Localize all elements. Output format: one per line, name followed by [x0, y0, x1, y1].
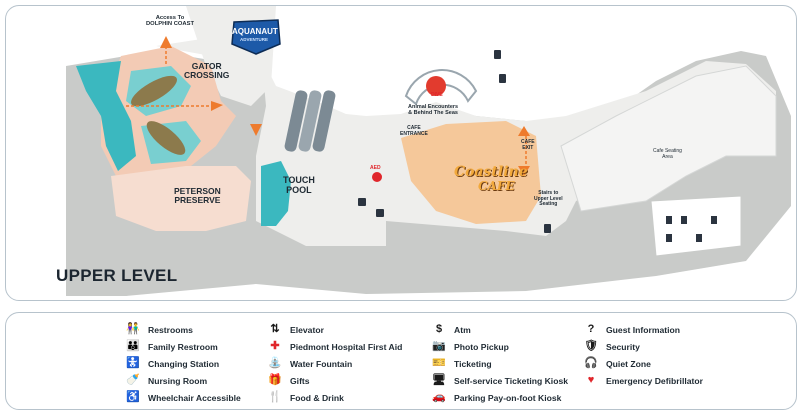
legend-item: 🎁 Gifts [268, 372, 402, 389]
family-restroom-icon: 👪 [126, 340, 140, 352]
legend-label: Photo Pickup [454, 341, 509, 352]
legend-item: 📷 Photo Pickup [432, 338, 568, 355]
aquanaut-logo-icon [231, 19, 281, 55]
guest-info-icon: ? [587, 323, 595, 335]
level-title: UPPER LEVEL [56, 266, 178, 285]
kiosk-icon: 🖥 [432, 374, 446, 386]
map-restroom-icons [358, 50, 717, 242]
peterson-preserve-area [111, 166, 251, 231]
photo-pickup-icon: 📷 [432, 340, 446, 352]
nursing-room-icon: 🍼 [126, 374, 140, 386]
cafe-area [401, 121, 541, 224]
aed-label: AED [370, 165, 381, 171]
legend-item: 👫 Restrooms [126, 321, 241, 338]
map-panel: Access To DOLPHIN COAST GATOR CROSSING P… [5, 5, 797, 301]
legend-label: Water Fountain [290, 358, 353, 369]
dive-label: DIVE [431, 92, 443, 98]
legend-label: Elevator [290, 324, 324, 335]
legend-item: 🚼 Changing Station [126, 355, 241, 372]
first-aid-icon: ✚ [270, 340, 280, 352]
elevator-icon: ⇅ [270, 323, 280, 335]
legend-label: Changing Station [148, 358, 220, 369]
legend-item: ? Guest Information [584, 321, 703, 338]
legend-label: Quiet Zone [606, 358, 651, 369]
food-drink-icon: 🍴 [268, 391, 282, 403]
legend-item: 🍴 Food & Drink [268, 389, 402, 406]
route-line [126, 46, 527, 171]
gator-2 [146, 121, 186, 155]
quiet-zone-icon: 🎧 [584, 357, 598, 369]
floor-plan [66, 6, 791, 296]
legend-item: ⛲ Water Fountain [268, 355, 402, 372]
water-fountain-icon: ⛲ [268, 357, 282, 369]
security-icon: 🛡 [584, 340, 598, 352]
legend-label: Restrooms [148, 324, 193, 335]
parking-kiosk-icon: 🚗 [432, 391, 446, 403]
legend-item: ♥ Emergency Defibrillator [584, 372, 703, 389]
legend-item: ♿ Wheelchair Accessible [126, 389, 241, 406]
stairs-label: Stairs to Upper Level Seating [534, 190, 563, 207]
touch-pool-water [261, 161, 291, 226]
legend-item: $ Atm [432, 321, 568, 338]
aquanaut-badge: AQUANAUT ADVENTURE [228, 16, 284, 56]
legend-item: 🍼 Nursing Room [126, 372, 241, 389]
wheelchair-icon: ♿ [126, 391, 140, 403]
legend-item: ⇅ Elevator [268, 321, 402, 338]
legend-column-1: 👫 Restrooms 👪 Family Restroom 🚼 Changing Stat… [126, 321, 241, 406]
legend-label: Nursing Room [148, 375, 208, 386]
restroom-block [650, 195, 742, 257]
aquanaut-title: AQUANAUT [232, 27, 278, 36]
defibrillator-icon: ♥ [587, 374, 595, 386]
legend-item: 👪 Family Restroom [126, 338, 241, 355]
legend-label: Atm [454, 324, 471, 335]
legend-label: Wheelchair Accessible [148, 392, 241, 403]
legend-item: ✚ Piedmont Hospital First Aid [268, 338, 402, 355]
legend-item: 🚗 Parking Pay-on-foot Kiosk [432, 389, 568, 406]
legend-label: Piedmont Hospital First Aid [290, 341, 403, 352]
coastline-logo: Coastline [454, 164, 528, 180]
aed-marker [372, 172, 382, 182]
legend-item: 🎧 Quiet Zone [584, 355, 703, 372]
peterson-preserve-label: PETERSON PRESERVE [174, 186, 221, 206]
legend-label: Ticketing [454, 358, 492, 369]
legend-label: Emergency Defibrillator [606, 375, 703, 386]
changing-station-icon: 🚼 [126, 357, 140, 369]
route-arrows [160, 36, 530, 176]
legend-label: Food & Drink [290, 392, 344, 403]
legend-column-2: ⇅ Elevator ✚ Piedmont Hospital First Aid ⛲ Wa… [268, 321, 402, 406]
gator-crossing-label: GATOR CROSSING [184, 61, 230, 81]
legend-column-4: ? Guest Information 🛡 Security 🎧 Quiet Zone ♥ E… [584, 321, 703, 389]
restrooms-icon: 👫 [126, 323, 140, 335]
ticketing-icon: 🎫 [432, 357, 446, 369]
legend-item: 🛡 Security [584, 338, 703, 355]
legend-label: Gifts [290, 375, 310, 386]
escalators [284, 90, 336, 152]
legend-label: Family Restroom [148, 341, 218, 352]
legend-label: Self-service Ticketing Kiosk [454, 375, 568, 386]
legend-label: Security [606, 341, 640, 352]
legend-label: Parking Pay-on-foot Kiosk [454, 392, 562, 403]
access-dolphin-label: Access To DOLPHIN COAST [146, 15, 194, 28]
gator-1 [131, 75, 177, 107]
animal-encounters-label: Animal Encounters & Behind The Seas [408, 104, 459, 117]
cafe-entrance-label: CAFE ENTRANCE [400, 125, 428, 137]
cafe-logo: CAFE [478, 179, 515, 193]
dive-logo-bg [426, 76, 446, 96]
legend-item: 🖥 Self-service Ticketing Kiosk [432, 372, 568, 389]
cafe-seating-label: Cafe Seating Area [653, 148, 682, 160]
aquanaut-subtitle: ADVENTURE [240, 37, 269, 42]
atm-icon: $ [435, 323, 443, 335]
legend-column-3: $ Atm 📷 Photo Pickup 🎫 Ticketing 🖥 Self-service… [432, 321, 568, 406]
water-channel [76, 61, 136, 171]
legend-label: Guest Information [606, 324, 681, 335]
cafe-exit-label: CAFE EXIT [521, 139, 535, 151]
legend-item: 🎫 Ticketing [432, 355, 568, 372]
legend-panel: 👫 Restrooms 👪 Family Restroom 🚼 Changing Stat… [5, 312, 797, 410]
gifts-icon: 🎁 [268, 374, 282, 386]
cafe-seating-area [560, 65, 777, 212]
touch-pool-label: TOUCH POOL [283, 175, 315, 195]
